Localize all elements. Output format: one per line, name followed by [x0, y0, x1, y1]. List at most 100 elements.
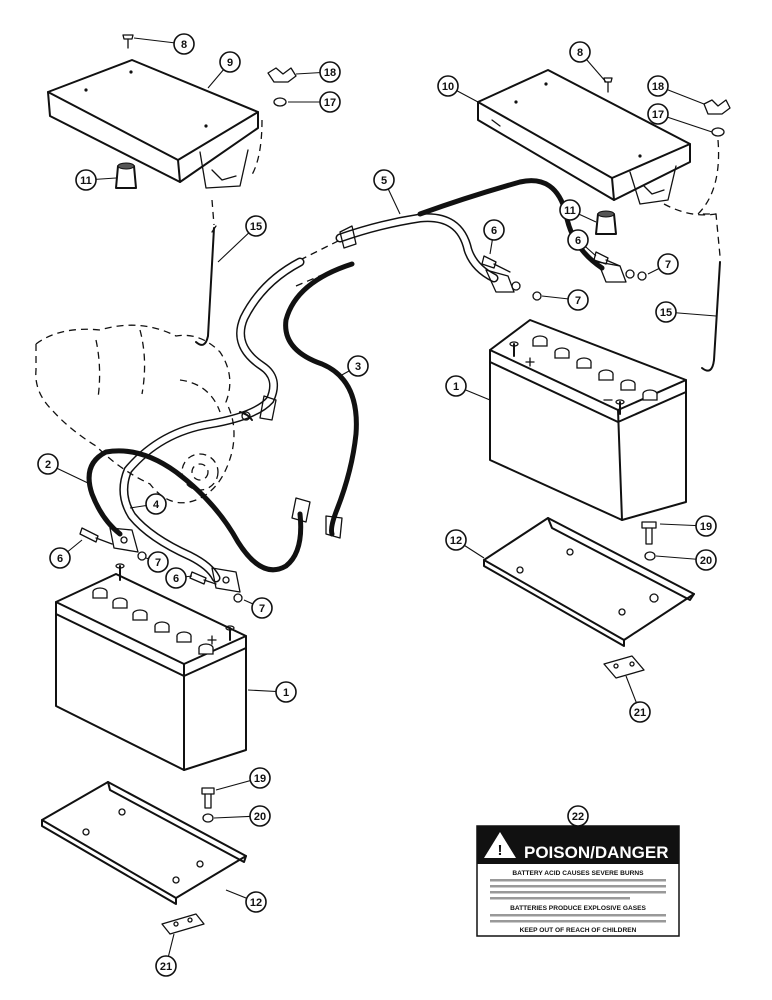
callout-c19b: 19 — [215, 767, 271, 791]
callout-c18b: 18 — [647, 75, 705, 105]
callout-number: 5 — [381, 175, 387, 187]
callout-c11a: 11 — [75, 169, 117, 191]
callout-number: 4 — [153, 499, 160, 511]
callout-number: 18 — [324, 67, 336, 79]
callout-circle — [75, 169, 97, 191]
wing-nut-18-left — [267, 67, 297, 83]
callout-circle — [647, 103, 669, 125]
callout-number: 21 — [634, 707, 646, 719]
callout-number: 7 — [575, 295, 581, 307]
battery-lower-left — [55, 563, 247, 771]
callout-c15b: 15 — [655, 301, 717, 323]
plate-21-upper — [603, 655, 645, 679]
svg-text:!: ! — [498, 842, 503, 859]
callout-c7c: 7 — [145, 551, 169, 573]
callout-circle — [319, 61, 341, 83]
hold-down-rod-15-left — [195, 225, 217, 346]
callout-circle — [319, 91, 341, 113]
callout-c19a: 19 — [659, 515, 717, 537]
rubber-bumper-11-right — [595, 210, 617, 235]
callout-circle — [145, 493, 167, 515]
callout-circle — [373, 169, 395, 191]
callout-number: 9 — [227, 57, 233, 69]
callout-circle — [173, 33, 195, 55]
warning-triangle-icon — [484, 832, 516, 858]
battery-cover-right — [477, 69, 691, 205]
callout-c8a: 8 — [133, 33, 195, 55]
callout-c3: 3 — [339, 355, 369, 377]
callout-c11b: 11 — [559, 199, 597, 223]
screw-8-right — [603, 77, 613, 93]
nut-7-lower-a — [137, 551, 147, 561]
callout-circle — [569, 41, 591, 63]
callout-c15a: 15 — [217, 215, 267, 263]
callout-number: 2 — [45, 459, 51, 471]
callout-number: 6 — [491, 225, 497, 237]
callout-circle — [275, 681, 297, 703]
callout-circle — [147, 551, 169, 573]
callout-number: 3 — [355, 361, 361, 373]
callout-c10: 10 — [437, 75, 479, 103]
terminal-clamp-lower-a — [79, 527, 139, 553]
warning-line-children: KEEP OUT OF REACH OF CHILDREN — [520, 927, 637, 934]
nut-20-lower — [202, 813, 214, 823]
hold-down-rod-15-right — [701, 261, 721, 372]
warning-label: ! POISON/DANGER BATTERY ACID CAUSES SEVE… — [476, 825, 680, 937]
callout-number: 21 — [160, 961, 172, 973]
battery-upper-right — [489, 319, 687, 521]
callout-circle — [695, 549, 717, 571]
nut-7-upper-a — [532, 291, 542, 301]
callout-c7b: 7 — [647, 253, 679, 275]
callout-number: 15 — [250, 221, 262, 233]
callout-number: 7 — [155, 557, 161, 569]
callout-number: 17 — [324, 97, 336, 109]
callout-c2: 2 — [37, 453, 91, 485]
callout-number: 1 — [453, 381, 459, 393]
callout-circle — [245, 891, 267, 913]
bolt-6-upper-a — [481, 255, 511, 273]
callout-c20b: 20 — [213, 805, 271, 827]
callout-number: 15 — [660, 307, 672, 319]
callout-c7a: 7 — [541, 289, 589, 311]
callout-number: 8 — [577, 47, 583, 59]
callout-number: 11 — [80, 175, 92, 187]
callout-circle — [245, 215, 267, 237]
callout-circle — [567, 289, 589, 311]
callout-c20a: 20 — [655, 549, 717, 571]
callout-c21a: 21 — [625, 675, 651, 723]
callout-circle — [647, 75, 669, 97]
wing-nut-18-right — [703, 99, 731, 115]
callout-circle — [629, 701, 651, 723]
callout-circle — [347, 355, 369, 377]
callout-c18a: 18 — [295, 61, 341, 83]
callout-number: 19 — [254, 773, 266, 785]
callout-circle — [655, 301, 677, 323]
warning-line-gases: BATTERIES PRODUCE EXPLOSIVE GASES — [510, 905, 646, 912]
callout-circle — [695, 515, 717, 537]
rubber-bumper-11-left — [115, 162, 137, 189]
callout-circle — [567, 805, 589, 827]
starter-motor-outline — [35, 324, 253, 504]
screw-8-left — [122, 34, 134, 49]
battery-cover-left — [47, 59, 259, 189]
callout-c22: 22 — [567, 805, 589, 827]
callout-number: 20 — [254, 811, 266, 823]
callout-number: 17 — [652, 109, 664, 121]
callout-circle — [37, 453, 59, 475]
cable-2 — [86, 448, 311, 573]
nut-7-upper-b — [637, 271, 647, 281]
callout-circle — [445, 529, 467, 551]
callout-c17a: 17 — [288, 91, 341, 113]
callout-number: 7 — [665, 259, 671, 271]
washer-17-right — [711, 127, 725, 137]
callout-c4: 4 — [129, 493, 167, 515]
callout-circle — [445, 375, 467, 397]
callout-circle — [251, 597, 273, 619]
callout-number: 18 — [652, 81, 664, 93]
callout-number: 6 — [575, 235, 581, 247]
callout-number: 20 — [700, 555, 712, 567]
callout-c6a: 6 — [483, 219, 505, 255]
callout-number: 8 — [181, 39, 187, 51]
nut-7-lower-b — [233, 593, 243, 603]
callout-number: 22 — [572, 811, 584, 823]
